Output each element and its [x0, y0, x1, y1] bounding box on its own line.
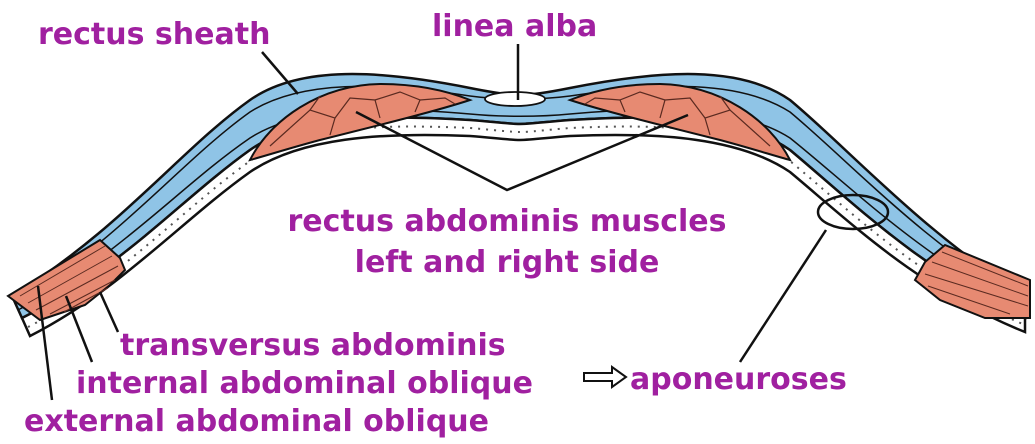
- leader-aponeuroses: [740, 230, 826, 362]
- label-external-abdominal-oblique: external abdominal oblique: [24, 404, 489, 439]
- label-linea-alba: linea alba: [432, 9, 597, 44]
- linea-alba-oval: [485, 92, 545, 106]
- leader-transversus: [100, 292, 118, 332]
- label-rectus-abdominis-line2: left and right side: [355, 245, 660, 280]
- lateral-muscles-right: [915, 245, 1030, 318]
- label-rectus-sheath: rectus sheath: [38, 17, 270, 52]
- label-rectus-abdominis-line1: rectus abdominis muscles: [288, 204, 727, 239]
- label-internal-abdominal-oblique: internal abdominal oblique: [76, 366, 533, 401]
- label-aponeuroses: aponeuroses: [630, 362, 847, 397]
- label-transversus-abdominis: transversus abdominis: [120, 328, 506, 363]
- arrow-icon: [584, 367, 626, 387]
- rectus-sheath-band: [12, 74, 1025, 318]
